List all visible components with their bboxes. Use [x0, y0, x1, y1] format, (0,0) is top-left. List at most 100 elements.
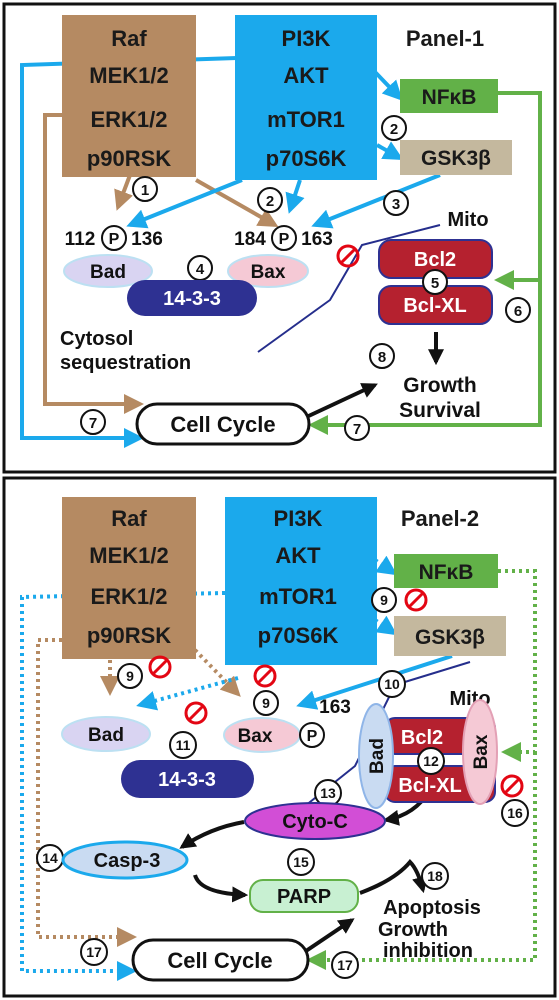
dotted-nfkb-to-cell-cycle [306, 752, 537, 970]
cyto-c-protein [244, 802, 386, 840]
arrow-gsk-to-bax-p2 [296, 654, 453, 710]
pi3k-cascade-box [235, 15, 377, 180]
gsk3b-label: GSK3β [421, 147, 491, 170]
step-12-number: 12 [423, 753, 439, 769]
step-17b-number: 17 [337, 957, 353, 973]
panel-2-step-numbers: 9 9 9 10 11 13 14 15 16 17 17 18 [42, 592, 523, 973]
step-18-marker [421, 862, 449, 890]
mito-label: Mito [447, 209, 488, 231]
inhibition-icon [336, 244, 360, 268]
step-5-number: 5 [431, 275, 439, 292]
arrow-parp-to-apoptosis [359, 859, 428, 895]
gsk3b-box [400, 140, 512, 175]
bad-phospho-label: P [109, 231, 120, 248]
panel-2-step-markers [36, 587, 529, 979]
bax-phospho-label: P [279, 231, 290, 248]
step-1-marker [132, 176, 158, 202]
bad-phospho-marker [101, 225, 127, 251]
step-7a-number: 7 [89, 415, 97, 432]
panel-2-arrows [20, 555, 537, 981]
arrow-pi3k-to-bad [126, 178, 243, 229]
bad-protein-p2 [61, 716, 151, 752]
growth-label-p2: Growth [378, 919, 448, 941]
arrow-pi3k-to-gsk [376, 141, 404, 160]
casp3-protein [61, 840, 189, 880]
step-17b-marker [331, 951, 359, 979]
protein-14-3-3-p2 [121, 760, 254, 798]
arrow-casp3-to-parp [193, 874, 249, 903]
casp3-label: Casp-3 [94, 850, 161, 872]
step-16-marker [501, 799, 529, 827]
bax-phospho-label-p2: P [307, 728, 318, 745]
step-2a-number: 2 [390, 121, 398, 138]
bad-label-p2: Bad [88, 725, 124, 746]
step-15-number: 15 [293, 854, 309, 870]
inhibition-icon [500, 774, 524, 798]
dotted-pi3k-to-bad [136, 676, 239, 711]
protein-14-3-3-label-p2: 14-3-3 [158, 769, 216, 791]
nfkb-label: NFκB [422, 86, 477, 109]
pi3k-mtor1-label: mTOR1 [267, 107, 345, 132]
mapk-mek-label-p2: MEK1/2 [89, 543, 168, 568]
step-10-marker [378, 670, 406, 698]
protein-14-3-3 [127, 280, 257, 316]
apoptosis-label: Apoptosis [383, 897, 481, 919]
arrow-nfkb-to-cell-cycle [308, 280, 542, 435]
step-6-number: 6 [514, 303, 522, 320]
inhibition-icon [184, 701, 208, 725]
bax-vertical-label: Bax [471, 734, 492, 769]
bad-protein [63, 254, 153, 288]
gsk3b-label-p2: GSK3β [415, 626, 485, 649]
pi3k-pi3k-label: PI3K [282, 26, 331, 51]
mapk-raf-label-p2: Raf [111, 506, 147, 531]
arrow-nfkb-to-mito [494, 91, 542, 290]
inhibition-icon [253, 664, 277, 688]
protein-14-3-3-label: 14-3-3 [163, 288, 221, 310]
step-16-number: 16 [507, 805, 523, 821]
nfkb-label-p2: NFκB [419, 561, 474, 584]
bcl2-label: Bcl2 [414, 249, 456, 271]
pi3k-akt-label-p2: AKT [275, 543, 321, 568]
pi3k-cascade-box-p2 [225, 497, 377, 665]
panel-1: Raf MEK1/2 ERK1/2 p90RSK PI3K AKT mTOR1 … [2, 2, 557, 474]
bax-protein [227, 254, 309, 288]
bcl-xl-label: Bcl-XL [403, 295, 466, 317]
step-15-marker [287, 848, 315, 876]
pi3k-p70s6k-label: p70S6K [266, 146, 347, 171]
step-5-marker [422, 269, 448, 295]
step-7b-number: 7 [353, 421, 361, 438]
bax-vertical-protein [462, 699, 498, 805]
inhibition-icon [404, 588, 428, 612]
bad-site-136: 136 [131, 229, 163, 250]
step-11-marker [169, 731, 197, 759]
survival-label: Survival [399, 399, 481, 422]
arrow-mapk-to-bax [195, 178, 279, 227]
pi3k-akt-label: AKT [283, 63, 329, 88]
mapk-erk-label: ERK1/2 [90, 107, 167, 132]
mito-membrane [257, 224, 441, 353]
step-2a-marker [381, 115, 407, 141]
step-17a-number: 17 [86, 944, 102, 960]
bax-phospho-marker [271, 225, 297, 251]
bax-site-163: 163 [301, 229, 333, 250]
step-9b-marker [117, 663, 143, 689]
step-12-marker [417, 747, 445, 775]
step-3-marker [383, 190, 409, 216]
pi3k-pi3k-label-p2: PI3K [274, 506, 323, 531]
dotted-nfkb-to-mito [498, 569, 537, 762]
mapk-erk-label-p2: ERK1/2 [90, 584, 167, 609]
bad-label: Bad [90, 262, 126, 283]
bax-site-163-p2: 163 [319, 697, 351, 718]
bax-phospho-marker-p2 [299, 722, 325, 748]
step-9a-marker [371, 587, 397, 613]
parp-protein [249, 879, 359, 913]
panel-2: Raf MEK1/2 ERK1/2 p90RSK PI3K AKT mTOR1 … [2, 476, 557, 998]
step-14-number: 14 [42, 850, 58, 866]
mapk-mek-label: MEK1/2 [89, 63, 168, 88]
step-1-number: 1 [141, 182, 149, 199]
cell-cycle-box [135, 402, 311, 446]
step-13-number: 13 [320, 785, 336, 801]
bcl-xl-label-p2: Bcl-XL [398, 775, 461, 797]
step-4-number: 4 [196, 261, 205, 278]
